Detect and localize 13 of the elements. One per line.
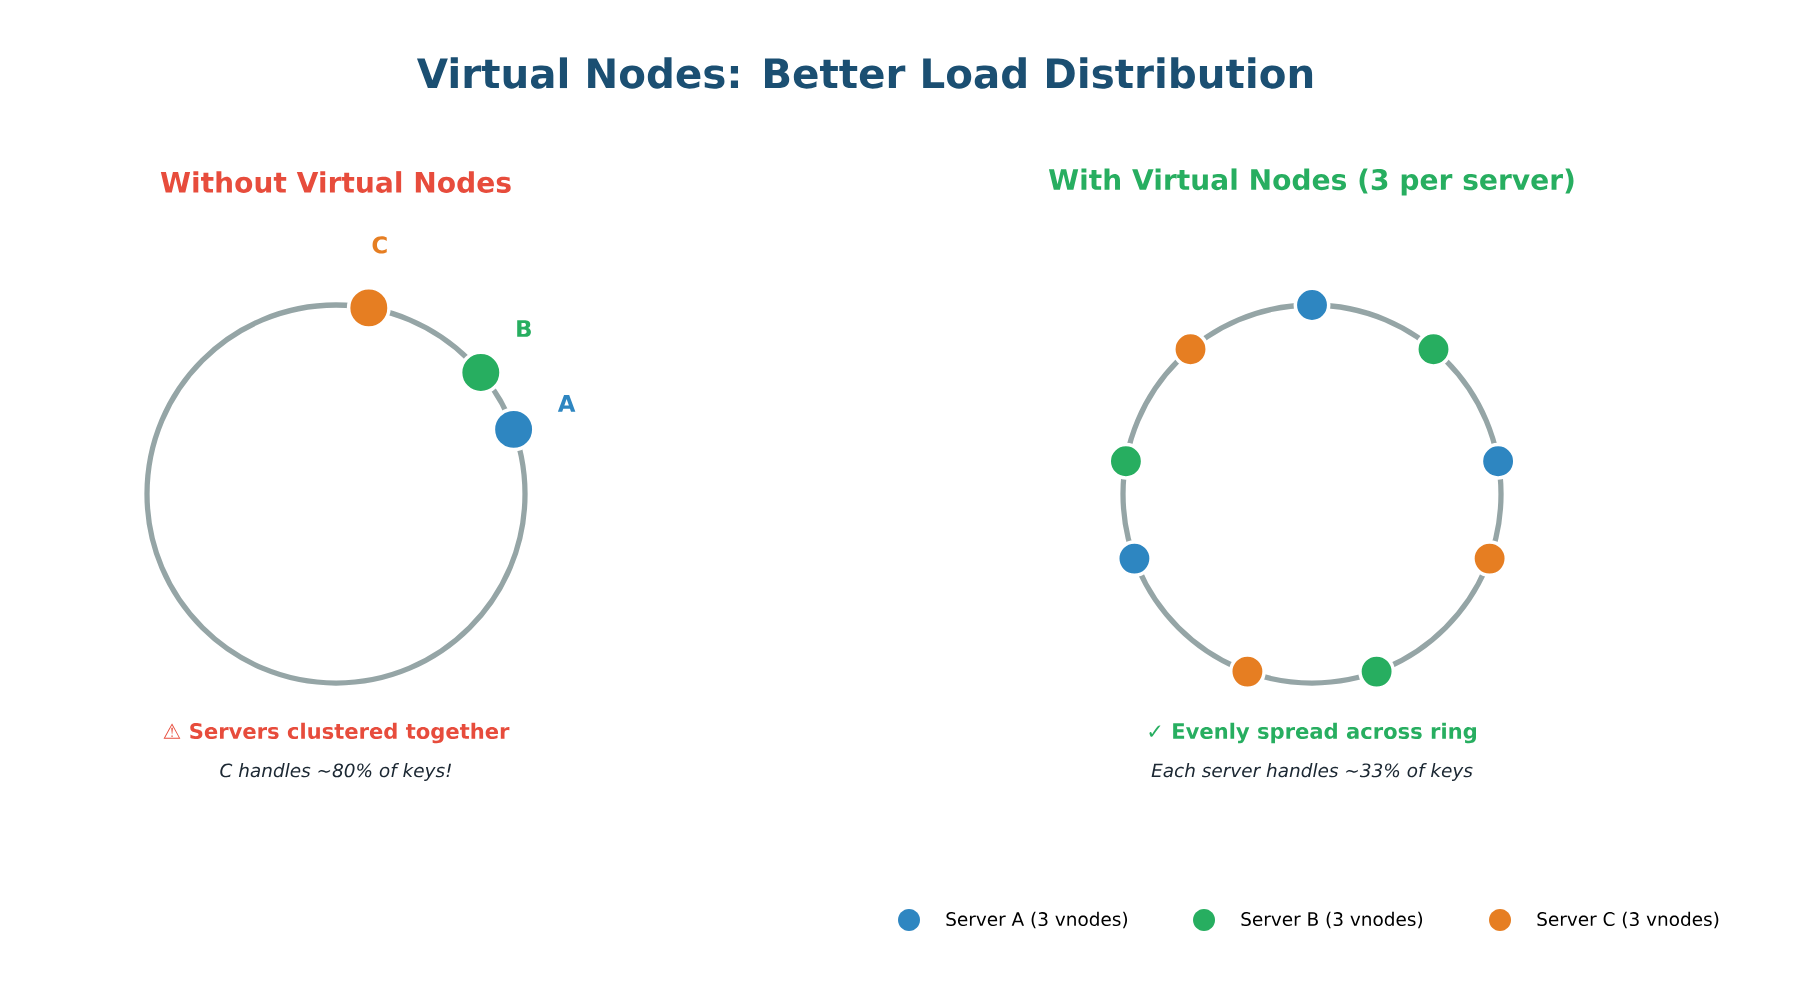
panel-heading: Without Virtual Nodes <box>160 171 511 193</box>
note-text: Each server handles ~33% of keys <box>1151 763 1473 781</box>
note-text: C handles ~80% of keys! <box>220 763 451 781</box>
status-text: ⚠ Servers clustered together <box>163 722 510 744</box>
server-label: C <box>372 236 387 254</box>
status-text: ✓ Evenly spread across ring <box>1149 722 1476 744</box>
server-label: B <box>517 320 531 337</box>
legend-text: Server C (3 vnodes) <box>1537 911 1719 929</box>
title: Virtual Nodes: Better Load Distribution <box>416 57 1313 89</box>
legend-text: Server A (3 vnodes) <box>946 911 1128 929</box>
panel-heading: With Virtual Nodes (3 per server) <box>1048 168 1574 196</box>
server-label: A <box>557 395 576 412</box>
legend-text: Server B (3 vnodes) <box>1241 911 1423 929</box>
